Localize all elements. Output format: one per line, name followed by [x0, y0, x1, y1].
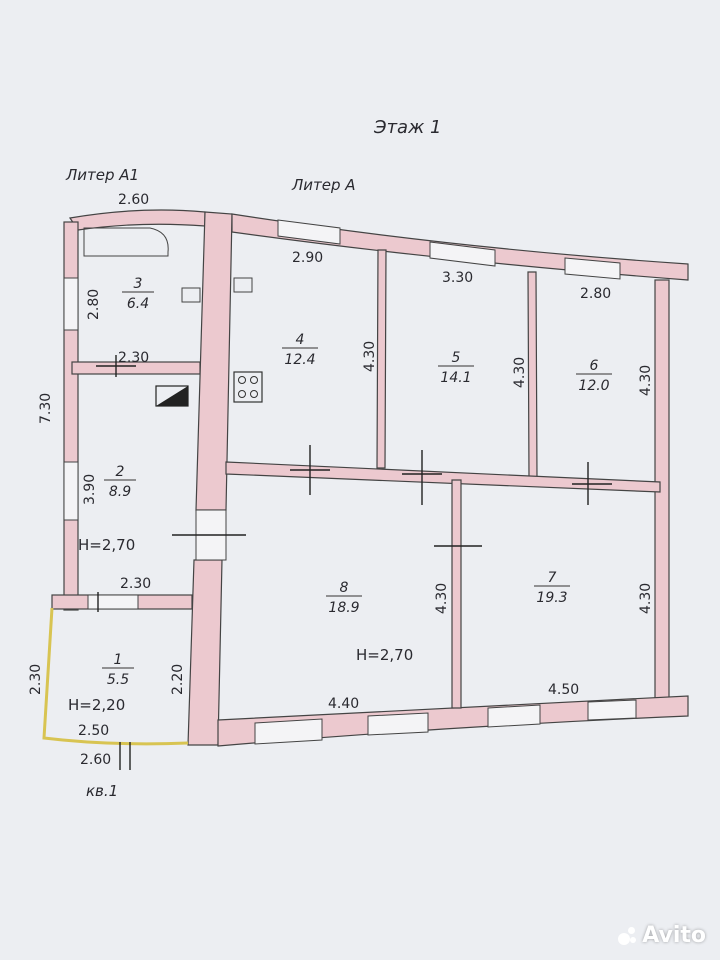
window-r6-top	[564, 257, 621, 280]
window-r3-left	[63, 277, 79, 331]
sink-3	[181, 287, 201, 303]
liter-a-label: Литер А	[291, 176, 356, 194]
room-labels: 3 6.4 2 8.9 1 5.5 4 12.4 5 14.1 6 12.0 8…	[102, 276, 612, 688]
boiler-icon	[155, 385, 189, 407]
dim-r8-bottom: 4.40	[328, 696, 359, 712]
room-7-area: 19.3	[536, 590, 567, 606]
dim-r6-right: 4.30	[638, 365, 654, 396]
window-r7-bottom	[487, 704, 541, 728]
room-8-number: 8	[340, 580, 349, 596]
room-3-number: 3	[134, 276, 143, 292]
height-r2: H=2,70	[78, 536, 135, 554]
wall-5-6	[527, 271, 538, 479]
sink-4	[233, 277, 253, 293]
room-5-area: 14.1	[440, 370, 471, 386]
room-4-number: 4	[296, 332, 305, 348]
wall-4-5	[376, 249, 387, 469]
dim-r8-right: 4.30	[434, 583, 450, 614]
dim-r5-top: 3.30	[442, 270, 473, 286]
liter-a1-label: Литер А1	[65, 166, 139, 184]
window-r8-bottom	[254, 718, 323, 745]
window-r2-left	[63, 461, 79, 521]
window-r5-top	[429, 241, 496, 267]
door-2-1	[87, 594, 139, 610]
bathtub	[83, 227, 169, 257]
window-r4-top	[277, 219, 341, 245]
dim-r1-width-in: 2.50	[78, 723, 109, 739]
avito-watermark: Avito	[616, 923, 706, 948]
floor-title: Этаж 1	[373, 117, 441, 138]
door-marks	[96, 355, 612, 770]
dim-r1-right: 2.20	[170, 664, 186, 695]
dim-r6-top: 2.80	[580, 286, 611, 302]
dim-r3-width: 2.30	[118, 350, 149, 366]
dim-r4-right: 4.30	[362, 341, 378, 372]
apartment-label: кв.1	[86, 782, 118, 800]
window-r8-bottom-2	[367, 712, 429, 736]
dimensions: 2.60 2.80 2.30 7.30 3.90 H=2,70 2.30 2.3…	[28, 192, 654, 800]
dim-r2-width: 2.30	[120, 576, 151, 592]
height-r1: H=2,20	[68, 696, 125, 714]
room-6-area: 12.0	[578, 378, 609, 394]
a1-top-wall	[68, 209, 206, 231]
avito-text: Avito	[642, 923, 706, 948]
stove-icon	[233, 371, 263, 403]
dim-r1-left: 2.30	[28, 664, 44, 695]
dim-r3-height: 2.80	[86, 289, 102, 320]
dim-total-left: 7.30	[38, 393, 54, 424]
wall-8-7	[451, 479, 462, 709]
dim-top-a1: 2.60	[118, 192, 149, 208]
dim-r4-top: 2.90	[292, 250, 323, 266]
room-2-area: 8.9	[109, 484, 131, 500]
windows	[63, 219, 637, 745]
room-1-outline	[42, 607, 189, 746]
wall-middle-horizontal	[225, 461, 661, 493]
window-r7-bottom-2	[587, 699, 637, 721]
room-4-area: 12.4	[284, 352, 315, 368]
room-1-area: 5.5	[107, 672, 129, 688]
dim-r2-height: 3.90	[82, 474, 98, 505]
dim-r7-right: 4.30	[638, 583, 654, 614]
dim-r1-width-out: 2.60	[80, 752, 111, 768]
room-7-number: 7	[548, 570, 557, 586]
a-bottom-wall	[217, 695, 689, 747]
room-6-number: 6	[590, 358, 599, 374]
room-1-number: 1	[114, 652, 123, 668]
dim-r7-bottom: 4.50	[548, 682, 579, 698]
room-5-number: 5	[452, 350, 461, 366]
avito-logo-icon	[616, 925, 638, 947]
room-8-area: 18.9	[328, 600, 359, 616]
room-2-number: 2	[116, 464, 125, 480]
a1-main-divider-wall-low	[187, 559, 223, 746]
dim-r5-right: 4.30	[512, 357, 528, 388]
walls-a	[217, 213, 689, 747]
room-3-area: 6.4	[127, 296, 149, 312]
height-r8: H=2,70	[356, 646, 413, 664]
